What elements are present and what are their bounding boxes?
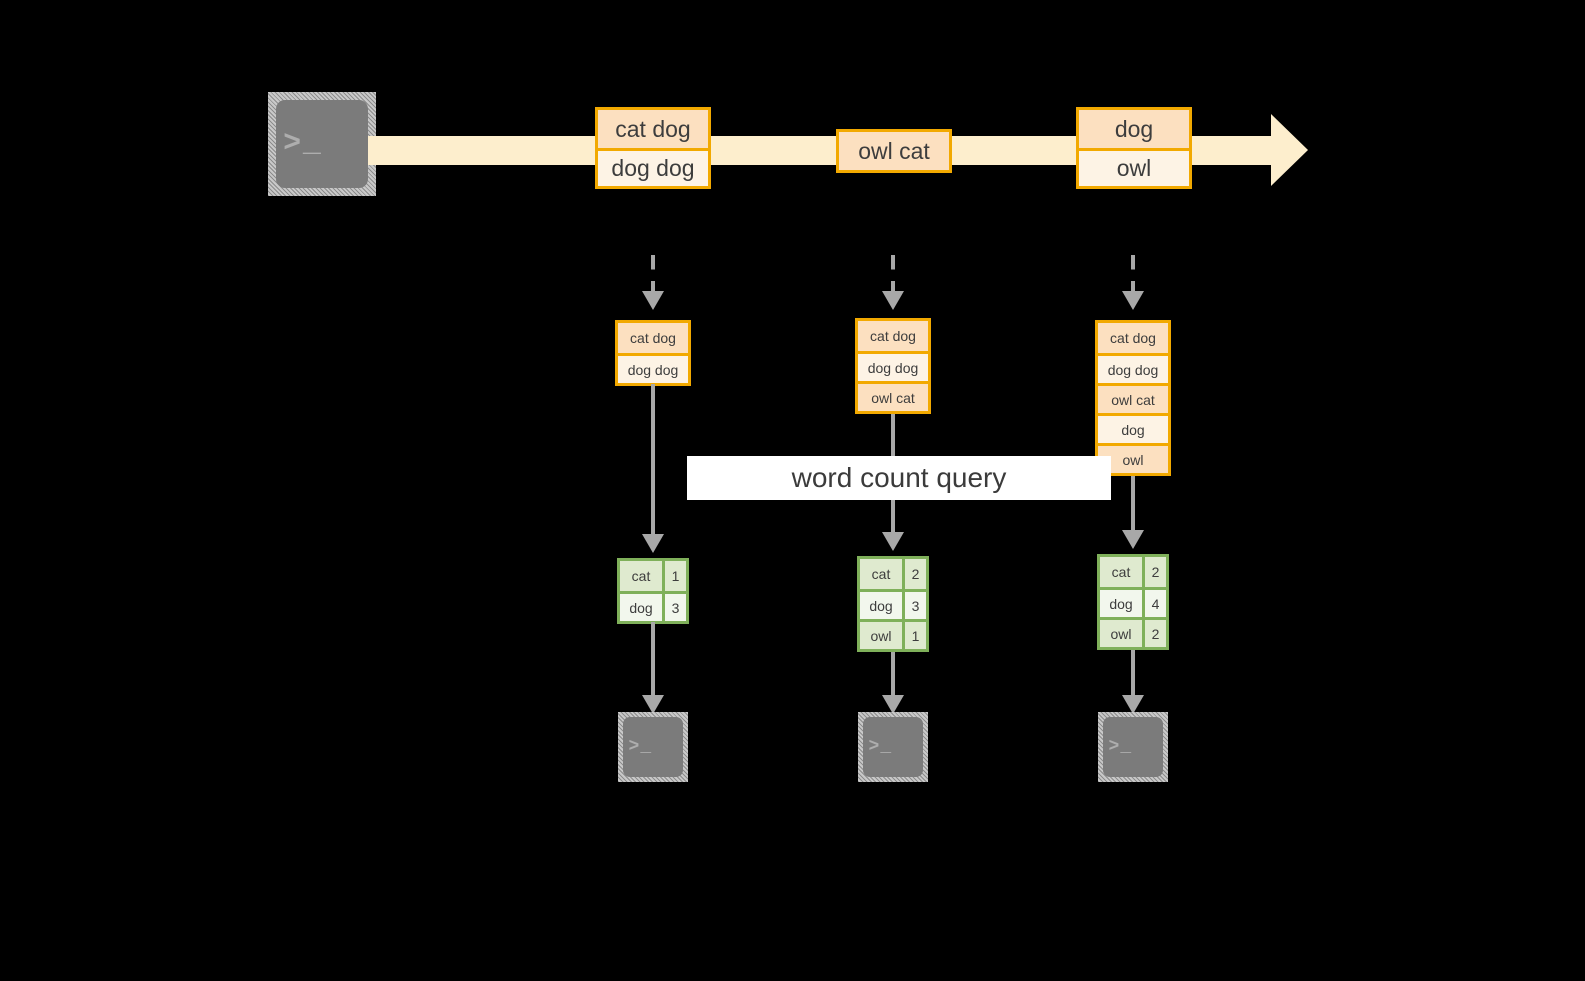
terminal-prompt-icon: >_ <box>868 737 893 757</box>
accumulated-record: dog dog <box>858 351 928 381</box>
accumulated-record: cat dog <box>1098 323 1168 353</box>
table-row: cat 2 <box>1100 557 1166 587</box>
sink-console-3: >_ <box>1098 712 1168 782</box>
stream-batch-1[interactable]: cat dog dog dog <box>595 107 711 189</box>
result-word: cat <box>860 559 902 589</box>
table-row: dog 4 <box>1100 587 1166 617</box>
result-to-sink-arrowhead-2 <box>882 695 904 714</box>
console-body <box>863 717 923 777</box>
result-word: owl <box>860 622 902 649</box>
word-count-result-2[interactable]: cat 2 dog 3 owl 1 <box>857 556 929 652</box>
accumulated-record: dog dog <box>1098 353 1168 383</box>
result-count: 3 <box>662 594 686 621</box>
console-body <box>623 717 683 777</box>
accumulated-records-3[interactable]: cat dog dog dog owl cat dog owl <box>1095 320 1171 476</box>
stream-batch-3-line-1: dog <box>1079 110 1189 148</box>
accumulator-to-result-arrowhead-1 <box>642 534 664 553</box>
input-stream-arrowhead <box>1271 114 1308 186</box>
accumulated-record: owl cat <box>1098 383 1168 413</box>
word-count-result-1[interactable]: cat 1 dog 3 <box>617 558 689 624</box>
table-row: owl 1 <box>860 619 926 649</box>
accumulator-to-result-connector-3 <box>1131 476 1135 534</box>
accumulator-to-result-arrowhead-2 <box>882 532 904 551</box>
accumulator-to-result-arrowhead-3 <box>1122 530 1144 549</box>
console-body <box>276 100 368 188</box>
stream-batch-2[interactable]: owl cat <box>836 129 952 173</box>
table-row: owl 2 <box>1100 617 1166 647</box>
accumulated-records-2[interactable]: cat dog dog dog owl cat <box>855 318 931 414</box>
sink-console-2: >_ <box>858 712 928 782</box>
terminal-prompt-icon: >_ <box>628 737 653 757</box>
stream-to-accumulator-connector-1 <box>651 255 655 293</box>
table-row: dog 3 <box>860 589 926 619</box>
accumulated-records-1[interactable]: cat dog dog dog <box>615 320 691 386</box>
sink-console-1: >_ <box>618 712 688 782</box>
result-word: dog <box>620 594 662 621</box>
result-count: 3 <box>902 592 926 619</box>
result-word: dog <box>1100 590 1142 617</box>
result-to-sink-arrowhead-3 <box>1122 695 1144 714</box>
word-count-result-3[interactable]: cat 2 dog 4 owl 2 <box>1097 554 1169 650</box>
accumulated-record: dog <box>1098 413 1168 443</box>
terminal-prompt-icon: >_ <box>1108 737 1133 757</box>
result-word: cat <box>620 561 662 591</box>
result-count: 4 <box>1142 590 1166 617</box>
result-to-sink-connector-2 <box>891 652 895 697</box>
result-word: owl <box>1100 620 1142 647</box>
result-word: dog <box>860 592 902 619</box>
result-to-sink-connector-3 <box>1131 650 1135 697</box>
table-row: cat 1 <box>620 561 686 591</box>
stream-batch-3[interactable]: dog owl <box>1076 107 1192 189</box>
table-row: dog 3 <box>620 591 686 621</box>
console-body <box>1103 717 1163 777</box>
stream-to-accumulator-arrowhead-3 <box>1122 291 1144 310</box>
stream-batch-1-line-1: cat dog <box>598 110 708 148</box>
query-label-banner: word count query <box>687 456 1111 500</box>
producer-console: >_ <box>268 92 376 196</box>
stream-to-accumulator-connector-3 <box>1131 255 1135 293</box>
result-count: 2 <box>902 559 926 589</box>
result-count: 2 <box>1142 620 1166 647</box>
terminal-prompt-icon: >_ <box>283 127 323 161</box>
query-label: word count query <box>791 462 1007 493</box>
stream-to-accumulator-connector-2 <box>891 255 895 293</box>
stream-to-accumulator-arrowhead-1 <box>642 291 664 310</box>
result-count: 1 <box>902 622 926 649</box>
result-count: 1 <box>662 561 686 591</box>
result-to-sink-arrowhead-1 <box>642 695 664 714</box>
result-word: cat <box>1100 557 1142 587</box>
stream-batch-3-line-2: owl <box>1079 148 1189 186</box>
stream-to-accumulator-arrowhead-2 <box>882 291 904 310</box>
accumulated-record: dog dog <box>618 353 688 383</box>
table-row: cat 2 <box>860 559 926 589</box>
accumulated-record: cat dog <box>858 321 928 351</box>
accumulated-record: cat dog <box>618 323 688 353</box>
result-to-sink-connector-1 <box>651 622 655 697</box>
result-count: 2 <box>1142 557 1166 587</box>
stream-batch-1-line-2: dog dog <box>598 148 708 186</box>
stream-batch-2-line-1: owl cat <box>839 132 949 170</box>
accumulator-to-result-connector-1 <box>651 384 655 536</box>
accumulated-record: owl cat <box>858 381 928 411</box>
